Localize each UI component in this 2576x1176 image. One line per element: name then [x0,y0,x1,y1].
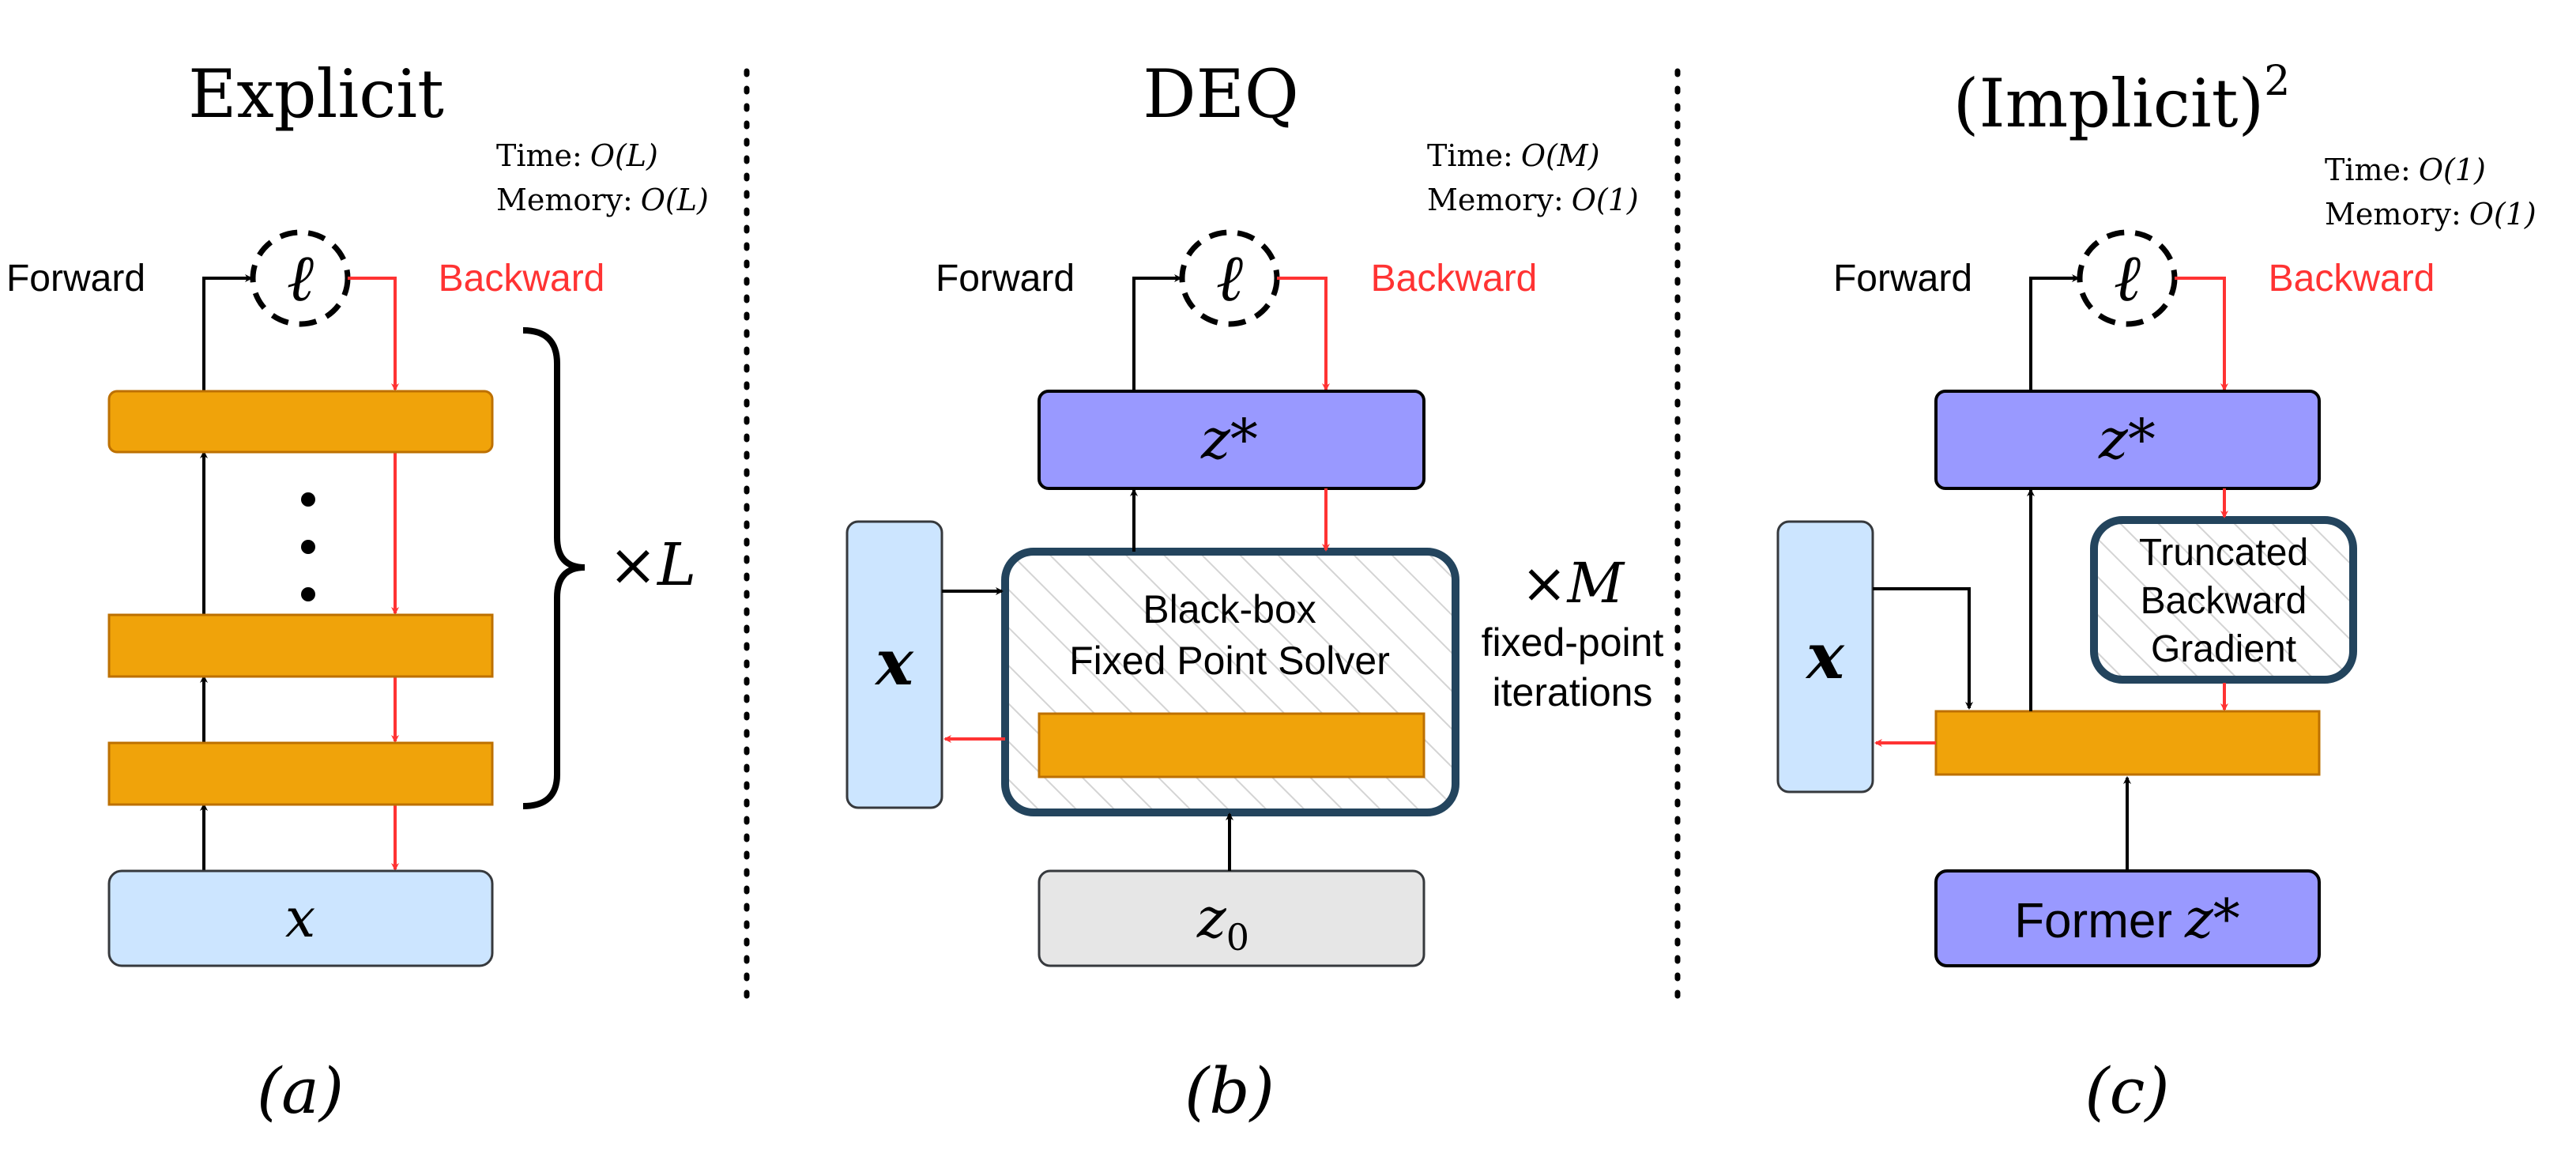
panel-c-output-label: z* [2098,407,2156,472]
panel-b-input-label: x [874,625,914,699]
panel-c-memory: Memory:O(1) [2325,197,2536,232]
panel-b-title: DEQ [1143,55,1299,133]
panel-a-time: Time:O(L) [496,138,658,173]
panel-c: (Implicit)2 Time:O(1) Memory:O(1) Forwar… [1776,58,2536,1128]
panel-b-iter-mult: ×M [1521,551,1626,616]
panel-b-memory: Memory:O(1) [1427,183,1639,217]
panel-c-trunc-line3: Gradient [2151,628,2296,670]
panel-b-iter-line2: iterations [1493,670,1653,714]
panel-c-output-box [1934,390,2321,490]
panel-b: DEQ Time:O(M) Memory:O(1) Forward Backwa… [845,55,1664,1128]
panel-b-backward-arrow-loss [1277,277,1330,391]
panel-a-caption: (a) [257,1054,344,1128]
panel-b-forward-arrow-loss [1132,274,1182,391]
panel-a-input-label: x [285,888,315,950]
panel-b-caption: (b) [1184,1054,1275,1128]
panel-b-solver-line2: Fixed Point Solver [1069,639,1390,683]
panel-a-loss-symbol: ℓ [287,241,314,316]
panel-a-layer-middle [107,613,494,678]
panel-a-repeat-brace [522,327,586,809]
panel-a-forward-label: Forward [6,258,145,300]
panel-b-init-box [1038,869,1425,967]
panel-c-input-box [1776,520,1874,793]
panel-a-forward-arrow-loss [202,274,253,391]
panel-b-output-label: z* [1200,407,1258,472]
panel-c-input-label: x [1805,619,1845,693]
panel-a-layer-bottom [107,741,494,806]
panel-b-input-box [845,520,943,809]
panel-b-backward-label: Backward [1371,258,1538,300]
panel-a-title: Explicit [188,55,444,133]
panel-a-backward-label: Backward [439,258,605,300]
panel-b-time: Time:O(M) [1427,138,1600,173]
panel-c-trunc-line2: Backward [2141,580,2307,622]
panel-b-forward-label: Forward [936,258,1075,300]
panel-a-memory: Memory:O(L) [496,183,709,217]
panel-c-forward-arrow-input [1873,587,1973,710]
panel-a-dot-2 [301,540,315,554]
panel-c-backward-arrow-loss [2175,277,2228,391]
panel-c-trunc-box [2090,516,2357,684]
panel-a-backward-arrow-loss [348,277,399,391]
panel-c-title: (Implicit)2 [1953,58,2291,142]
panel-c-time: Time:O(1) [2325,153,2486,187]
panel-a-dot-1 [301,492,315,507]
panel-c-loss-symbol: ℓ [2114,241,2141,316]
panel-c-trunc-line1: Truncated [2139,532,2308,574]
panel-c-backward-label: Backward [2269,258,2435,300]
panel-a-layer-top [107,390,494,454]
panel-c-caption: (c) [2085,1054,2169,1128]
panel-a: Explicit Time:O(L) Memory:O(L) Forward B… [6,55,709,1128]
panel-b-solver-line1: Black-box [1143,587,1316,631]
panel-c-forward-label: Forward [1833,258,1972,300]
panel-a-repeat-label: ×L [608,531,696,599]
panel-a-input-box [107,869,494,967]
panel-b-iter-line1: fixed-point [1482,620,1664,665]
panel-b-output-box [1038,390,1425,490]
panel-a-dot-3 [301,587,315,601]
panel-c-forward-arrow-loss [2029,274,2080,391]
panel-b-solver-layer [1038,712,1425,778]
panel-c-layer [1934,710,2321,776]
panel-b-init-label: z0 [1196,886,1249,959]
panel-b-loss-symbol: ℓ [1216,241,1243,316]
